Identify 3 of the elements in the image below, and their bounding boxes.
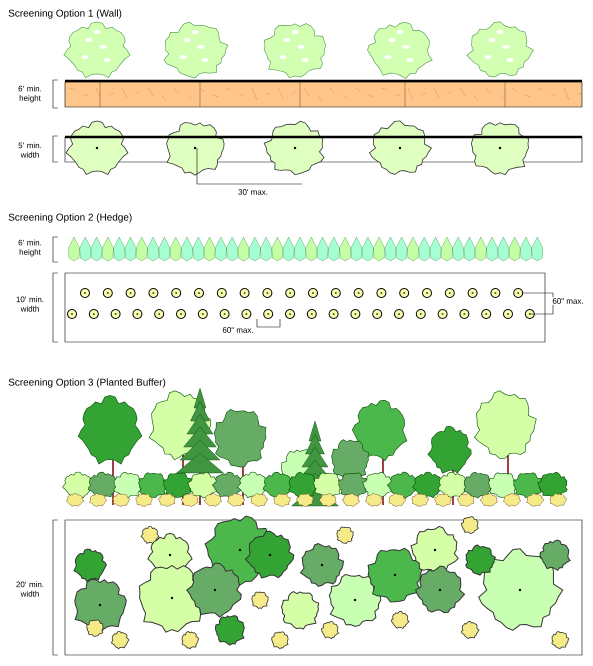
section-heading: Screening Option 1 (Wall) xyxy=(8,9,122,19)
section-heading: Screening Option 2 (Hedge) xyxy=(8,213,132,223)
section-heading: Screening Option 3 (Planted Buffer) xyxy=(8,378,166,388)
